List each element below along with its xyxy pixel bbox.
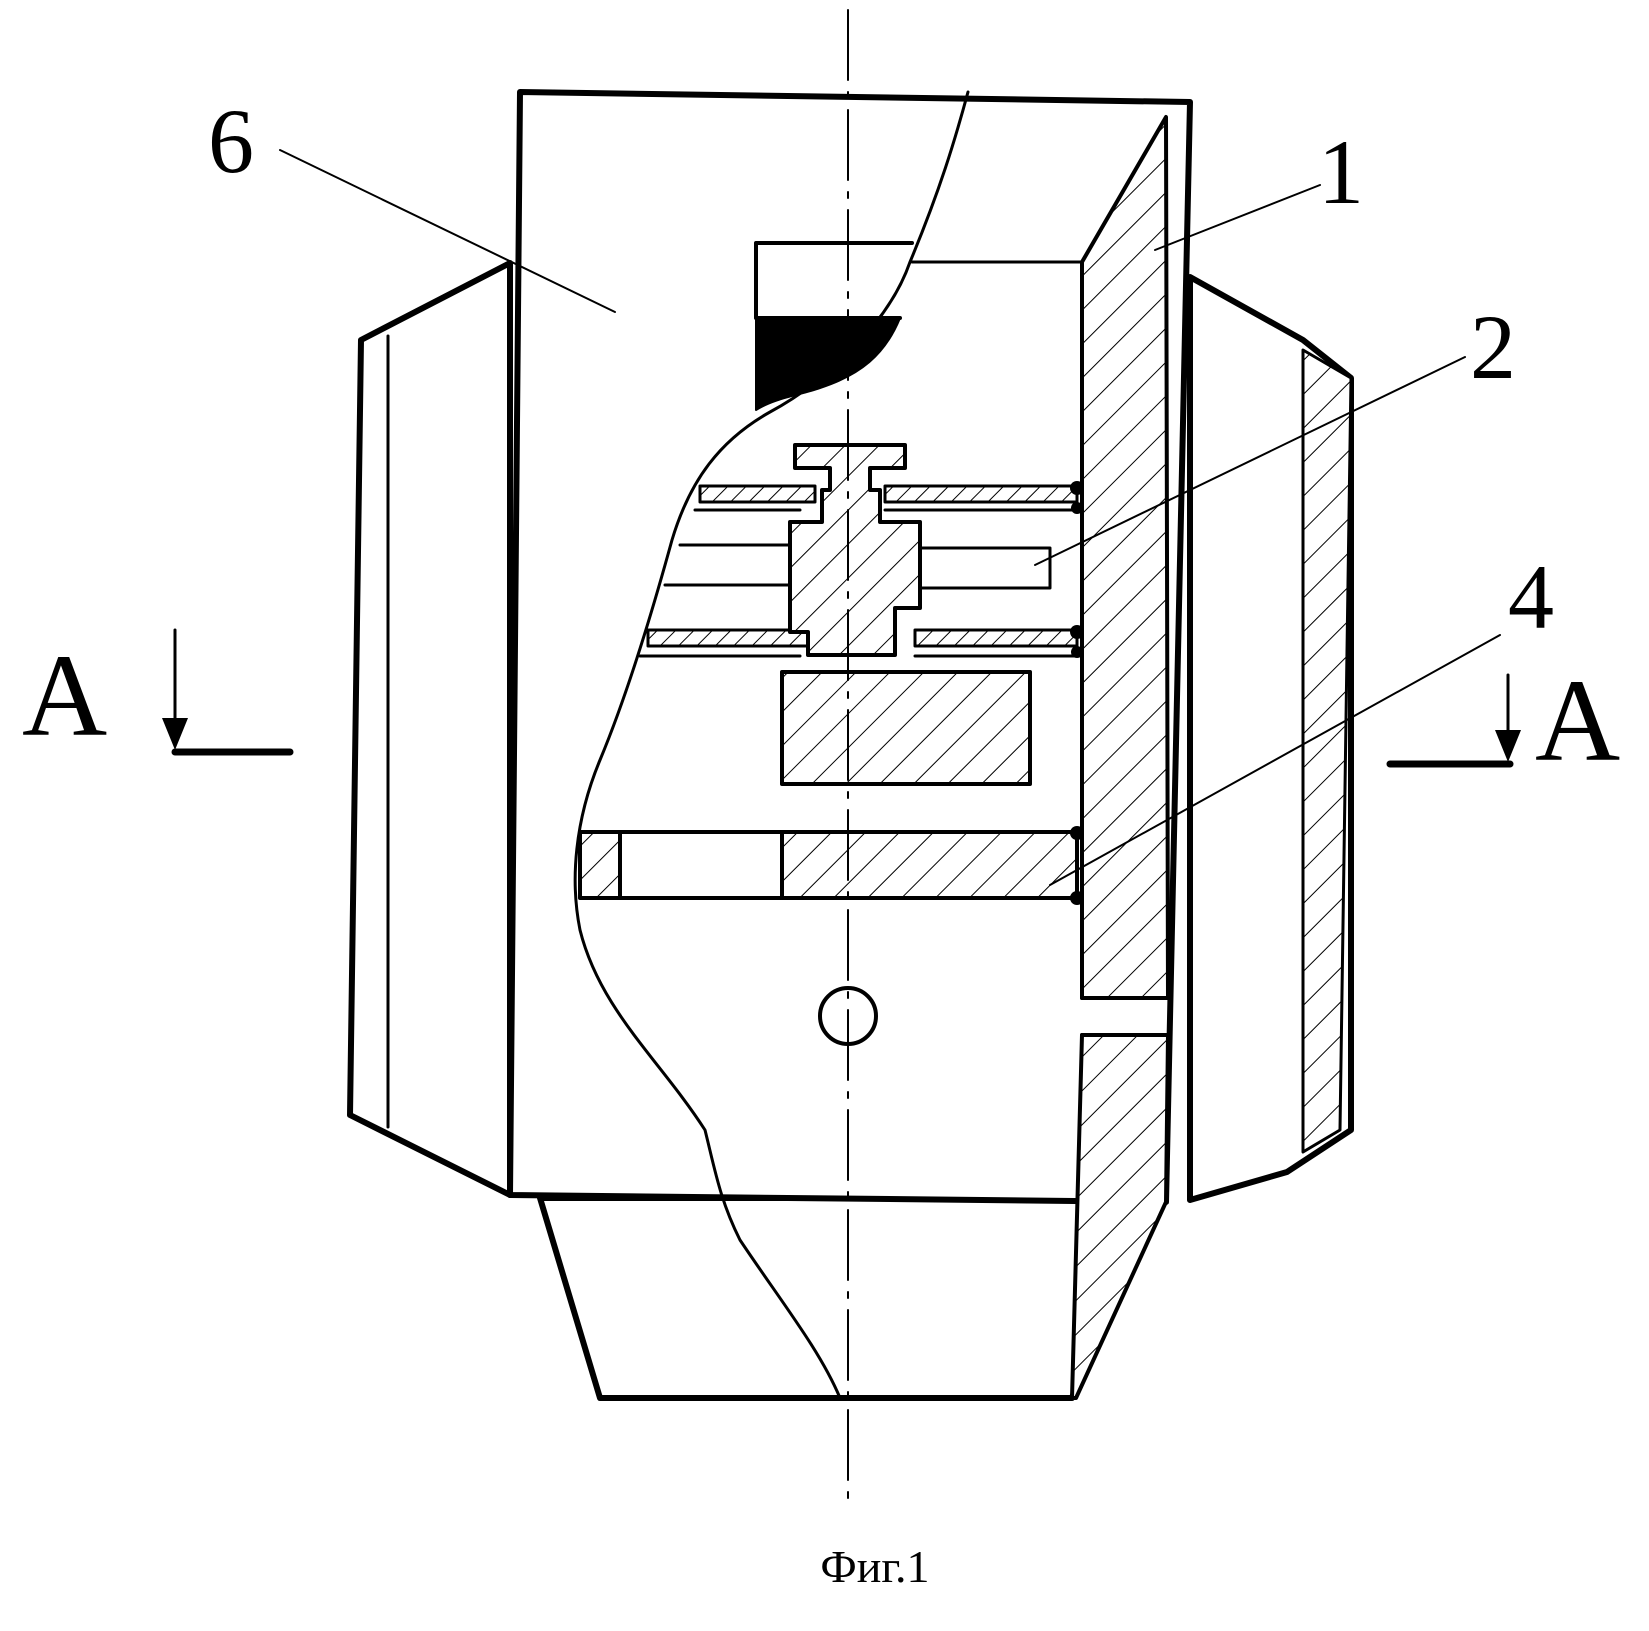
wall-part-1: [1072, 117, 1168, 1398]
left-flange: [350, 263, 510, 1195]
right-flange: [1190, 277, 1351, 1200]
piston-base: [782, 672, 1030, 784]
label-part-2: 2: [1470, 296, 1516, 398]
label-part-6: 6: [208, 90, 254, 192]
lower-nozzle: [540, 1198, 1140, 1398]
section-label-left: A: [22, 630, 107, 761]
label-part-4: 4: [1508, 546, 1554, 648]
label-part-1: 1: [1318, 121, 1364, 223]
section-marker-left: [162, 630, 290, 752]
section-marker-right: [1390, 675, 1521, 764]
section-label-right: A: [1535, 655, 1620, 786]
bottom-plate-part-4: [580, 832, 1077, 898]
figure-caption: Фиг.1: [820, 1541, 929, 1592]
